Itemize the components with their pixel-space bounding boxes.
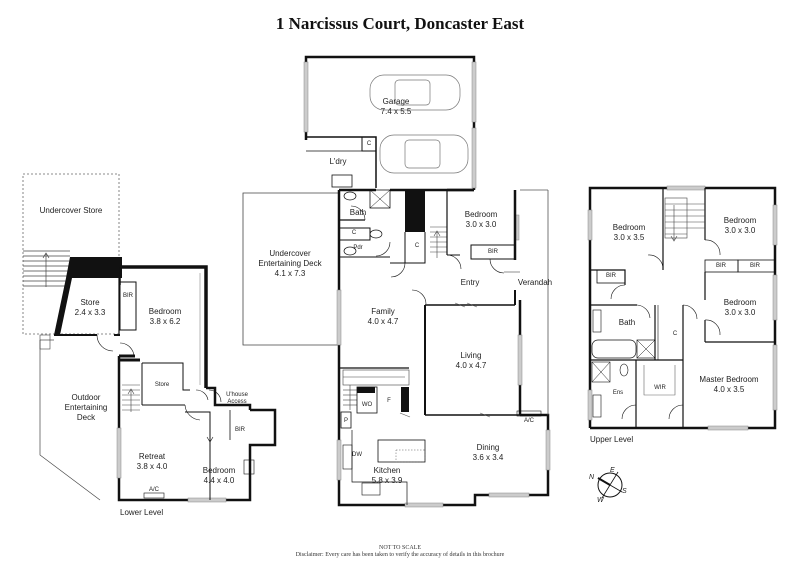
disclaimer: Disclaimer: Every care has been taken to…: [295, 552, 505, 558]
room-label-bir-ground: BIR: [487, 249, 499, 255]
room-label-bir-up-2: BIR: [715, 263, 727, 269]
room-label-bir-up-1: BIR: [605, 273, 617, 279]
room-label-bath-up: Bath: [618, 318, 636, 327]
room-label-bir-lower-1: BIR: [122, 293, 134, 299]
compass-rose: [597, 471, 623, 499]
room-label-uhouse-access: U'house Access: [226, 392, 248, 405]
scale-note: NOT TO SCALE: [378, 545, 421, 551]
room-label-ac-lower: A/C: [148, 487, 160, 493]
room-label-wir: WIR: [654, 385, 666, 391]
room-label-pantry: P: [343, 418, 349, 424]
room-label-entry: Entry: [460, 278, 480, 287]
level-label-lower: Lower Level: [120, 508, 164, 517]
level-label-upper: Upper Level: [590, 435, 634, 444]
room-label-laundry: L'dry: [329, 157, 347, 166]
room-label-laundry-c: C: [366, 141, 372, 147]
room-label-c-up: C: [672, 331, 678, 337]
compass-south: S: [622, 488, 627, 495]
room-label-dw: DW: [352, 452, 362, 458]
room-label-fridge: F: [387, 398, 391, 404]
room-label-undercover-store: Undercover Store: [39, 206, 103, 215]
room-label-wo: WO: [361, 402, 373, 408]
page-title: 1 Narcissus Court, Doncaster East: [275, 14, 525, 33]
room-label-bir-lower-2: BIR: [234, 427, 246, 433]
room-label-c-ground-2: C: [414, 243, 420, 249]
compass-north: N: [589, 474, 595, 481]
room-label-store-small: Store: [154, 382, 170, 388]
compass-east: E: [610, 467, 615, 474]
room-label-ac-ground: A/C: [523, 418, 535, 424]
room-label-ens: Ens: [612, 390, 624, 396]
room-label-verandah: Verandah: [517, 278, 553, 287]
room-label-pdr: Pdr: [353, 245, 363, 251]
room-label-bath-ground: Bath: [349, 208, 367, 217]
room-label-outdoor-deck: Outdoor Entertaining Deck: [64, 393, 108, 422]
room-label-bir-up-3: BIR: [749, 263, 761, 269]
compass-west: W: [597, 497, 604, 504]
room-label-c-ground-1: C: [351, 230, 357, 236]
